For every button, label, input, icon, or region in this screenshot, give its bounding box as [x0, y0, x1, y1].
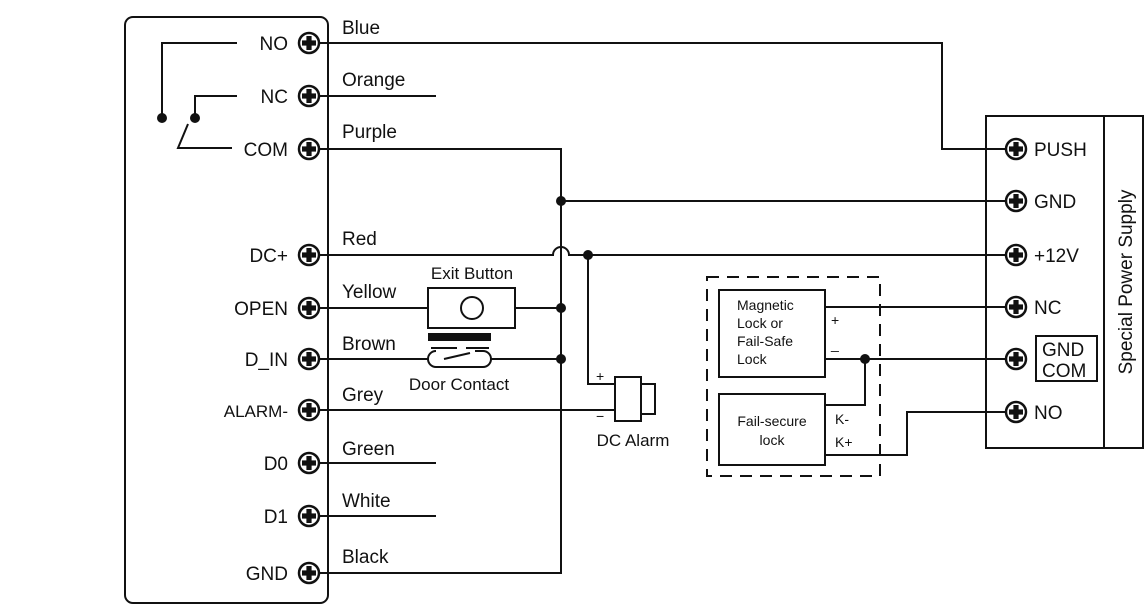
fail-secure-lock-box	[718, 393, 826, 466]
terminal-label-open: OPEN	[234, 299, 288, 320]
wire-label-red: Red	[342, 229, 377, 250]
wire-lock-k-minus	[825, 359, 866, 406]
terminal-label-com: COM	[244, 140, 288, 161]
ps-label-12v: +12V	[1034, 246, 1079, 267]
wire-label-black: Black	[342, 547, 389, 568]
terminal-label-d0: D0	[264, 454, 288, 475]
ps-label-gnd: GND	[1034, 192, 1076, 213]
screw-terminal-d-in	[297, 347, 321, 371]
alarm-plus-sign: +	[596, 368, 604, 384]
wire-red-alarm-branch	[587, 255, 615, 385]
wire-label-grey: Grey	[342, 385, 384, 406]
screw-terminal-no	[297, 31, 321, 55]
magnetic-lock-line-3: Fail-Safe	[737, 333, 793, 349]
terminal-label-gnd: GND	[246, 564, 288, 585]
relay-nc-contact	[190, 113, 200, 123]
alarm-minus-sign: −	[596, 408, 604, 424]
exit-button-knob	[460, 296, 484, 320]
ps-screw-no	[1004, 400, 1028, 424]
wire-label-brown: Brown	[342, 334, 396, 355]
ps-screw-push	[1004, 137, 1028, 161]
wire-label-purple: Purple	[342, 122, 397, 143]
dc-alarm-body	[614, 376, 642, 422]
screw-terminal-nc	[297, 84, 321, 108]
junction-red	[583, 250, 593, 260]
wire-lock-no	[825, 411, 1005, 456]
junction-open	[556, 303, 566, 313]
junction-d-in	[556, 354, 566, 364]
terminal-label-nc: NC	[261, 87, 288, 108]
wire-label-white: White	[342, 491, 391, 512]
power-supply-title: Special Power Supply	[1116, 189, 1137, 374]
exit-button-label: Exit Button	[431, 264, 513, 283]
terminal-label-d-in: D_IN	[245, 350, 288, 371]
screw-terminal-alarm	[297, 398, 321, 422]
terminal-label-dc-plus: DC+	[249, 246, 288, 267]
wire-label-yellow: Yellow	[342, 282, 397, 303]
dc-alarm-label: DC Alarm	[597, 431, 670, 450]
junction-gnd	[556, 196, 566, 206]
wire-label-blue: Blue	[342, 18, 380, 39]
terminal-label-d1: D1	[264, 507, 288, 528]
ps-label-gnd-com-bottom: COM	[1042, 361, 1086, 382]
relay-no-contact	[157, 113, 167, 123]
wire-red	[320, 246, 1005, 256]
magnetic-lock-minus: _	[830, 336, 839, 352]
ps-screw-12v	[1004, 243, 1028, 267]
power-supply-body	[985, 115, 1144, 449]
fail-secure-k-plus: K+	[835, 434, 853, 450]
ps-gnd-com-box	[1035, 335, 1098, 382]
wire-label-green: Green	[342, 439, 395, 460]
dc-alarm-horn	[640, 383, 656, 415]
screw-terminal-com	[297, 137, 321, 161]
screw-terminal-d1	[297, 504, 321, 528]
terminal-label-no: NO	[260, 34, 289, 55]
ps-label-gnd-com-top: GND	[1042, 340, 1084, 361]
lock-group-border	[706, 276, 881, 477]
magnetic-lock-line-2: Lock or	[737, 315, 783, 331]
junction-lock-common	[860, 354, 870, 364]
door-contact-label: Door Contact	[409, 375, 509, 394]
ps-screw-gnd	[1004, 189, 1028, 213]
screw-terminal-dc-plus	[297, 243, 321, 267]
wire-blue	[320, 42, 1005, 150]
ps-label-no: NO	[1034, 403, 1063, 424]
door-contact-magnet	[428, 333, 491, 341]
ps-label-nc: NC	[1034, 298, 1061, 319]
fail-secure-lock-line-2: lock	[760, 432, 786, 448]
screw-terminal-d0	[297, 451, 321, 475]
magnetic-lock-line-4: Lock	[737, 351, 768, 367]
screw-terminal-gnd	[297, 561, 321, 585]
wire-label-orange: Orange	[342, 70, 405, 91]
fail-secure-lock-line-1: Fail-secure	[737, 413, 806, 429]
screw-terminal-open	[297, 296, 321, 320]
door-contact-switch	[427, 347, 492, 368]
magnetic-lock-line-1: Magnetic	[737, 297, 794, 313]
magnetic-lock-box	[718, 289, 826, 378]
fail-secure-k-minus: K-	[835, 411, 849, 427]
terminal-label-alarm-minus: ALARM-	[224, 402, 288, 421]
magnetic-lock-plus: +	[831, 312, 839, 328]
controller-body	[124, 16, 329, 604]
ps-screw-nc	[1004, 295, 1028, 319]
ps-screw-gnd-com	[1004, 347, 1028, 371]
internal-relay	[161, 42, 237, 149]
ps-label-push: PUSH	[1034, 140, 1087, 161]
